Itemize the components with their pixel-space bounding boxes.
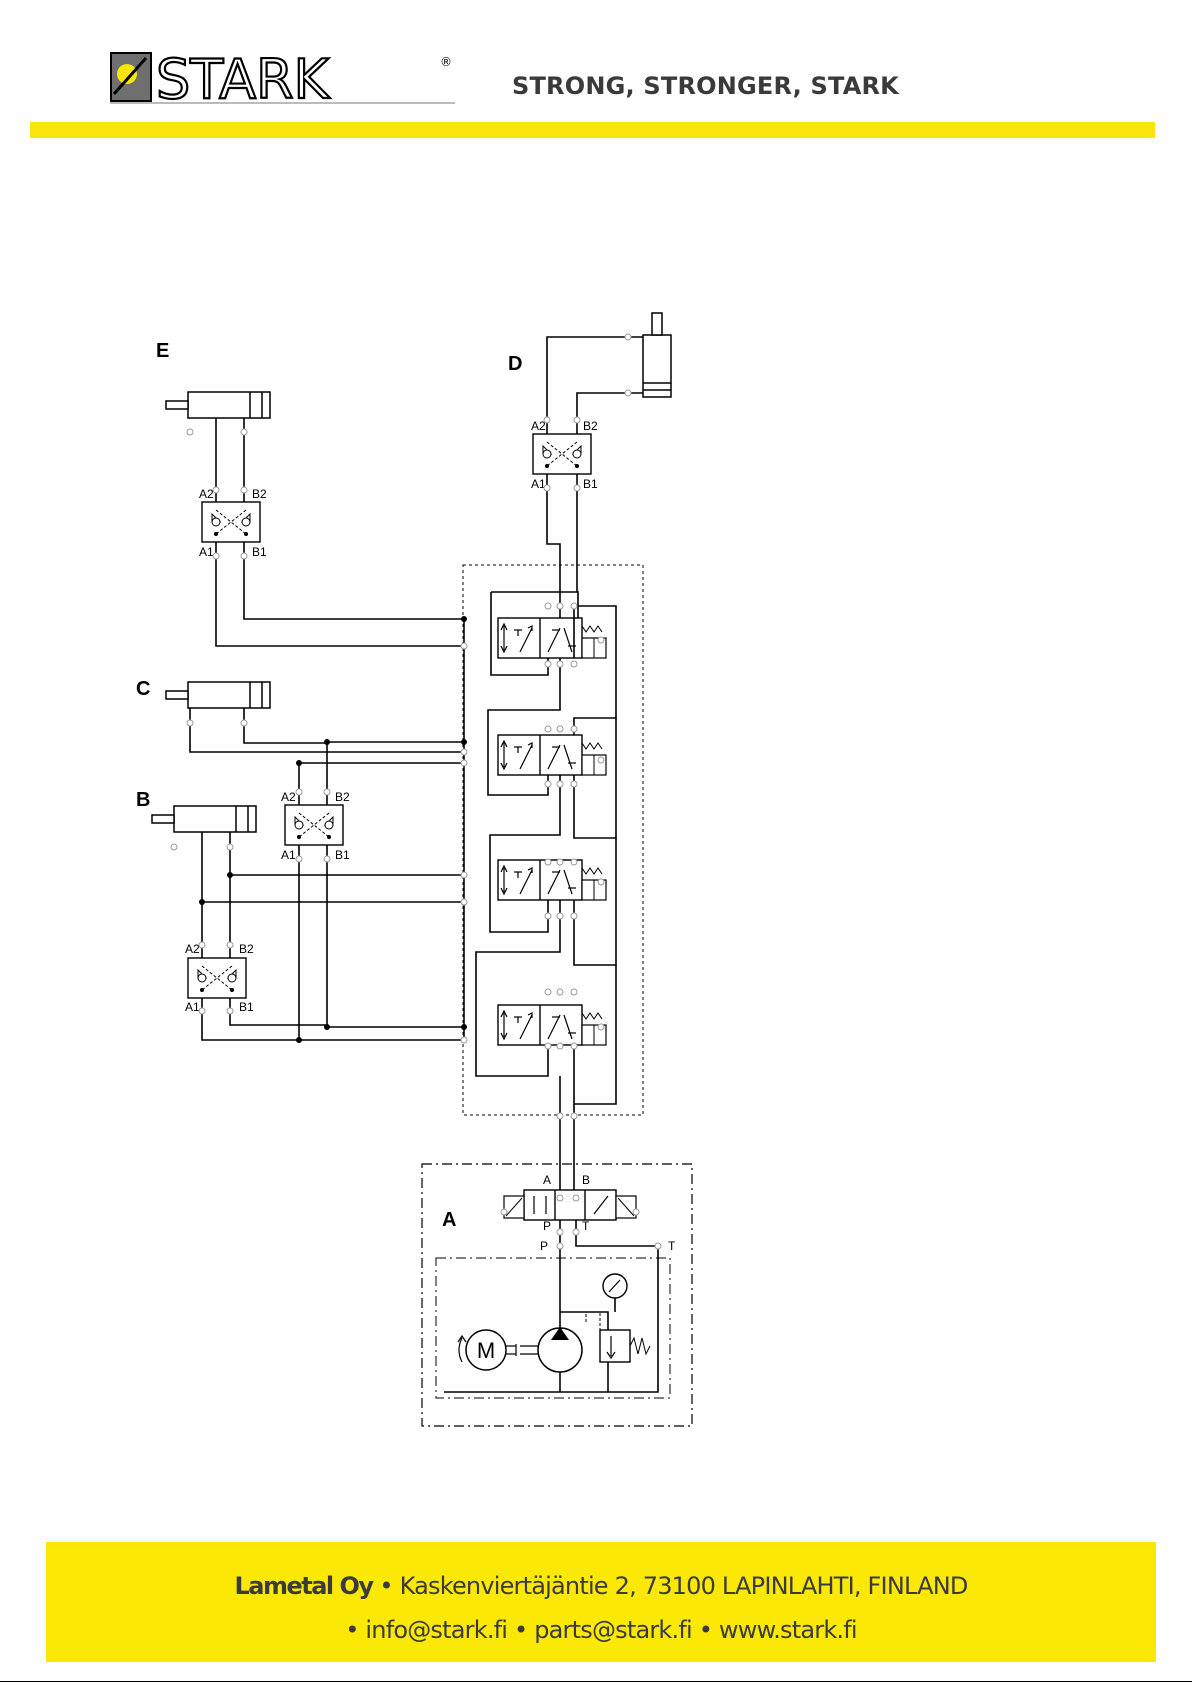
- lock-valve-d: [533, 434, 591, 474]
- circuit-label-e: E: [156, 340, 169, 362]
- svg-text:B1: B1: [335, 848, 350, 862]
- svg-text:P: P: [543, 1219, 551, 1233]
- svg-text:A1: A1: [199, 545, 214, 559]
- header-yellow-bar: [30, 122, 1155, 138]
- svg-text:A1: A1: [185, 1000, 200, 1014]
- circuit-label-c: C: [136, 678, 150, 700]
- svg-text:A2: A2: [199, 487, 214, 501]
- svg-text:A2: A2: [281, 790, 296, 804]
- svg-text:T: T: [582, 1219, 590, 1233]
- tank-outline: [436, 1258, 670, 1398]
- footer-bullet: •: [345, 1616, 358, 1644]
- bottom-rule: [0, 1681, 1192, 1682]
- relief-valve: [586, 1312, 650, 1362]
- footer-contact-line: • info@stark.fi • parts@stark.fi • www.s…: [46, 1616, 1156, 1644]
- cylinder-d: [643, 313, 671, 397]
- svg-text:B2: B2: [252, 487, 267, 501]
- main-directional-valve: [504, 1190, 636, 1220]
- svg-text:A2: A2: [185, 942, 200, 956]
- tagline: STRONG, STRONGER, STARK: [512, 72, 899, 100]
- svg-text:T: T: [668, 1239, 676, 1253]
- footer-address-line: Lametal Oy • Kaskenviertäjäntie 2, 73100…: [46, 1572, 1156, 1600]
- footer-bullet: •: [699, 1616, 712, 1644]
- svg-text:B2: B2: [239, 942, 254, 956]
- pressure-gauge: [603, 1274, 627, 1298]
- hydraulic-diagram: E D C B A A2 B2 A1 B1 A2 B2 A1 B1 A2 B2 …: [0, 300, 1192, 1440]
- section-valve-3: [498, 860, 606, 900]
- brand-name: STARK: [156, 52, 331, 104]
- cylinder-e: [166, 392, 270, 418]
- footer: Lametal Oy • Kaskenviertäjäntie 2, 73100…: [46, 1542, 1156, 1662]
- website-link[interactable]: www.stark.fi: [719, 1616, 857, 1644]
- cylinder-b: [152, 806, 256, 832]
- lock-valve-b: [188, 958, 246, 998]
- section-valve-1: [498, 618, 606, 658]
- svg-text:B1: B1: [239, 1000, 254, 1014]
- pump: [520, 1327, 582, 1372]
- section-valve-2: [498, 735, 606, 775]
- circuit-label-a: A: [442, 1209, 456, 1231]
- footer-bullet: •: [514, 1616, 527, 1644]
- svg-text:B: B: [582, 1173, 590, 1187]
- svg-text:A1: A1: [281, 848, 296, 862]
- svg-text:B2: B2: [335, 790, 350, 804]
- svg-text:B2: B2: [583, 419, 598, 433]
- cylinder-c: [166, 682, 270, 708]
- lock-valve-e: [202, 502, 260, 542]
- supply-lines: [560, 1076, 574, 1190]
- email-info-link[interactable]: info@stark.fi: [365, 1616, 507, 1644]
- motor-label: M: [477, 1338, 495, 1363]
- circuit-label-d: D: [508, 353, 522, 375]
- svg-text:B1: B1: [252, 545, 267, 559]
- company-address: Kaskenviertäjäntie 2, 73100 LAPINLAHTI, …: [400, 1572, 968, 1600]
- circuit-label-b: B: [136, 789, 150, 811]
- registered-mark: ®: [440, 55, 452, 69]
- lock-valve-c: [285, 805, 343, 845]
- company-name: Lametal Oy: [234, 1572, 372, 1600]
- footer-bullet: •: [379, 1572, 392, 1600]
- svg-text:B1: B1: [583, 477, 598, 491]
- email-parts-link[interactable]: parts@stark.fi: [534, 1616, 692, 1644]
- section-valve-4: [498, 1005, 606, 1045]
- motor: M: [458, 1330, 516, 1370]
- svg-text:A: A: [543, 1173, 551, 1187]
- svg-text:P: P: [540, 1239, 548, 1253]
- stark-logo: STARK ®: [110, 52, 455, 104]
